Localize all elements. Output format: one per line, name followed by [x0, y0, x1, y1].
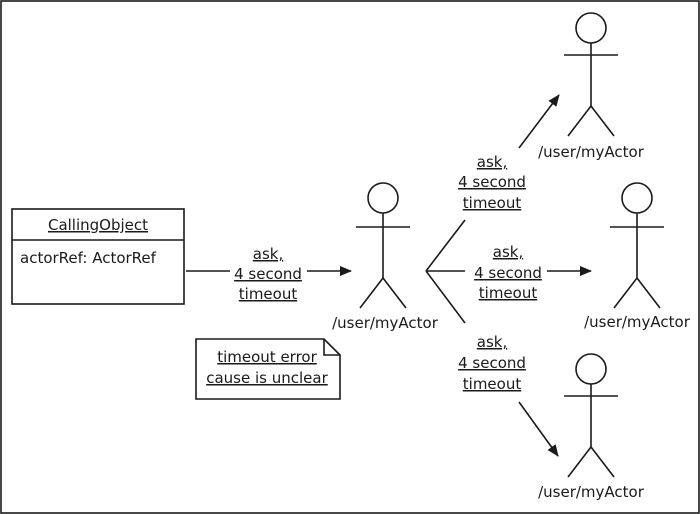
actor-middle-leg-left: [613, 277, 638, 309]
message-top-arrow: [518, 94, 560, 149]
branch-bottom-stem: [425, 270, 466, 324]
actor-top-leg-right: [590, 105, 615, 137]
actor-bottom: /user/myActor: [538, 353, 645, 501]
timeout-note: timeout error cause is unclear: [195, 338, 341, 400]
note-body: [195, 338, 341, 400]
calling-object-box: CallingObject actorRef: ActorRef: [11, 208, 185, 305]
calling-object-attribute: actorRef: ActorRef: [20, 249, 157, 267]
calling-object-frame: [11, 208, 185, 305]
actor-center-leg-left: [359, 277, 384, 309]
message-bottom-label-3: timeout: [463, 375, 522, 393]
message-main-label-3: timeout: [239, 285, 298, 303]
message-top-label-1: ask,: [477, 153, 507, 171]
message-top: ask, 4 second timeout: [458, 94, 560, 212]
note-line-2: cause is unclear: [206, 369, 328, 387]
message-main-label-2: 4 second: [234, 265, 302, 283]
message-middle-label-2: 4 second: [474, 264, 542, 282]
message-main-label-1: ask,: [253, 245, 283, 263]
message-bottom: ask, 4 second timeout: [458, 333, 559, 457]
actor-bottom-leg-left: [567, 446, 592, 478]
actor-top-label: /user/myActor: [538, 143, 645, 161]
actor-bottom-label: /user/myActor: [538, 483, 645, 501]
actor-middle-head: [621, 182, 653, 214]
actor-middle-leg-right: [636, 277, 661, 309]
calling-object-name: CallingObject: [48, 216, 148, 234]
note-fold: [323, 339, 340, 356]
actor-top-leg-left: [567, 105, 592, 137]
actor-top: /user/myActor: [538, 12, 645, 161]
message-middle-label-1: ask,: [493, 243, 523, 261]
actor-top-head: [575, 12, 607, 44]
message-main: ask, 4 second timeout: [186, 245, 352, 303]
actor-middle-label: /user/myActor: [584, 313, 691, 331]
actor-center-label: /user/myActor: [332, 314, 439, 332]
message-middle-label-3: timeout: [479, 284, 538, 302]
actor-center-head: [367, 182, 399, 214]
message-middle: ask, 4 second timeout: [474, 243, 592, 302]
message-top-label-3: timeout: [463, 194, 522, 212]
actor-bottom-leg-right: [590, 446, 615, 478]
actor-bottom-head: [575, 353, 607, 385]
actor-center-leg-right: [382, 277, 407, 309]
message-bottom-label-2: 4 second: [458, 354, 526, 372]
message-top-label-2: 4 second: [458, 173, 526, 191]
note-line-1: timeout error: [217, 348, 317, 366]
branch-top-stem: [425, 219, 466, 272]
message-bottom-label-1: ask,: [477, 333, 507, 351]
actor-center: /user/myActor: [332, 182, 439, 332]
message-bottom-arrow: [518, 401, 559, 457]
actor-middle: /user/myActor: [584, 182, 691, 331]
